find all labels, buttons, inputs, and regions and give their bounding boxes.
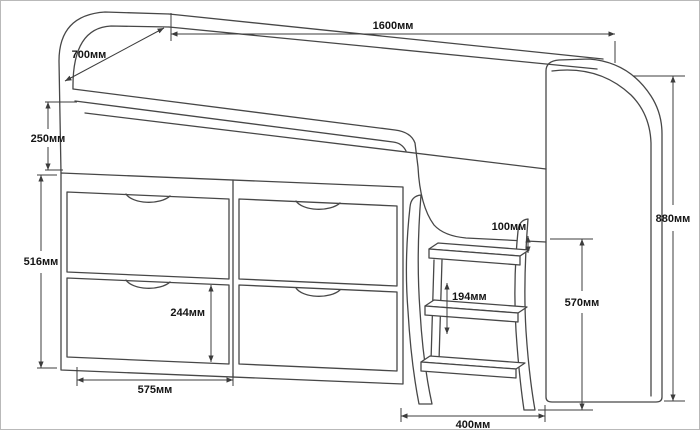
bed-structure <box>58 11 663 411</box>
dim-label-bed-depth: 700мм <box>72 49 107 61</box>
dimension-annotations: 1600мм 700мм 250мм 516мм 244мм 575мм <box>24 13 691 429</box>
dim-label-bed-length: 1600мм <box>373 20 414 32</box>
drawer-top-left <box>66 191 230 280</box>
footboard-outline <box>545 58 663 403</box>
drawer-top-right <box>238 198 398 287</box>
step-3-front <box>420 361 517 379</box>
drawer-bottom-right <box>238 284 398 372</box>
drawer-cabinet-outline <box>60 172 404 385</box>
dim-label-drawer-width: 575мм <box>138 384 173 396</box>
drawer-handle-notch <box>125 193 171 203</box>
dim-label-step-spacing: 194мм <box>452 291 487 303</box>
back-rail-inner-edge <box>168 26 598 70</box>
drawer-handle-notch <box>295 287 341 297</box>
dim-label-ladder-height: 570мм <box>565 297 600 309</box>
dim-label-lower-drawer-height: 244мм <box>170 307 205 319</box>
drawer-handle-notch <box>125 279 171 289</box>
dim-label-total-height: 880мм <box>656 213 691 225</box>
ladder-left-stringer <box>405 194 433 405</box>
drawer-bottom-left <box>66 277 230 365</box>
dim-label-ladder-width: 400мм <box>456 419 491 429</box>
dim-label-rail-height: 250мм <box>31 133 66 145</box>
step-1-front <box>428 248 521 266</box>
dim-label-step-clearance: 100мм <box>492 221 527 233</box>
drawer-handle-notch <box>295 200 341 210</box>
mattress-edge <box>84 112 547 170</box>
front-rail-inner-edge <box>74 100 407 152</box>
dim-line-bed-depth <box>64 27 165 82</box>
front-rail-top-edge <box>72 88 547 243</box>
headboard-outline <box>58 11 170 174</box>
dim-label-drawer-unit-height: 516мм <box>24 256 59 268</box>
footboard-inner-edge <box>551 69 652 397</box>
